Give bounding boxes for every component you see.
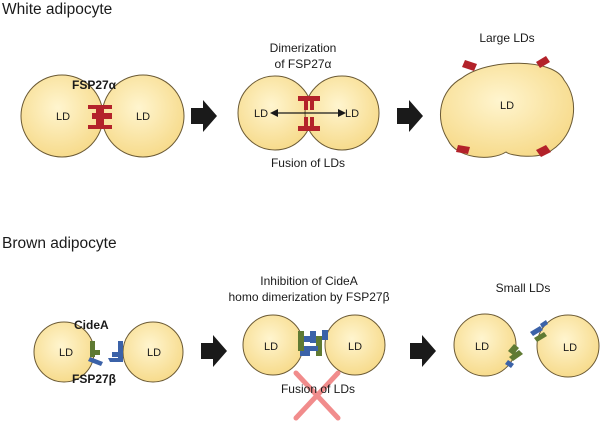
fsp27a-protein-icon [456,56,551,157]
inhibition-label-line1: Inhibition of CideA [260,274,358,288]
fsp27a-dimer-icon [298,96,320,131]
brown-stage3-droplets: LD LD [453,313,600,378]
fsp27b-label: FSP27β [72,372,117,386]
ld-label: LD [348,341,362,353]
cidea-protein-icon [88,341,103,366]
ld-label: LD [254,108,268,120]
white-stage3-droplet: LD [440,56,575,158]
ld-label: LD [136,111,150,123]
arrowhead-icon [270,109,278,117]
arrow-icon [397,100,423,132]
ld-label: LD [563,342,577,354]
small-lds-label: Small LDs [495,281,551,295]
white-adipocyte-title: White adipocyte [2,1,113,18]
large-lds-label: Large LDs [479,31,535,45]
ld-label: LD [147,347,161,359]
cidea-fsp27b-complex-icon [298,330,328,356]
ld-label: LD [500,100,514,112]
dimerization-label-line1: Dimerization [269,41,337,55]
arrow-icon [410,335,436,367]
fsp27b-protein-icon [108,341,123,362]
ld-label: LD [56,111,70,123]
cross-icon [293,370,341,421]
white-stage1-droplets: LD LD [20,74,185,158]
brown-adipocyte-title: Brown adipocyte [2,235,117,252]
fusion-blocked-label: Fusion of LDs [280,382,356,396]
ld-label: LD [59,347,73,359]
brown-stage1-droplets: LD LD [33,321,184,383]
cidea-label: CideA [74,318,109,332]
inhibition-label-line2: homo dimerization by FSP27β [228,290,390,304]
fsp27a-label: FSP27α [72,78,117,92]
brown-stage2-droplets: LD LD [242,314,386,421]
fsp27a-protein-icon [88,105,112,129]
ld-label: LD [264,341,278,353]
white-stage2-droplets: LD LD [237,75,380,151]
lipid-droplet [453,313,517,377]
fusion-label: Fusion of LDs [270,156,346,170]
arrowhead-icon [338,109,346,117]
arrow-icon [191,100,217,132]
lipid-droplet [324,314,386,376]
cidea-protein-icon [505,344,523,368]
dimerization-label-line2: of FSP27α [274,57,332,71]
ld-label: LD [475,341,489,353]
lipid-droplet [536,314,600,378]
ld-label: LD [345,108,359,120]
arrow-icon [201,335,227,367]
fsp27b-protein-icon [530,320,548,342]
